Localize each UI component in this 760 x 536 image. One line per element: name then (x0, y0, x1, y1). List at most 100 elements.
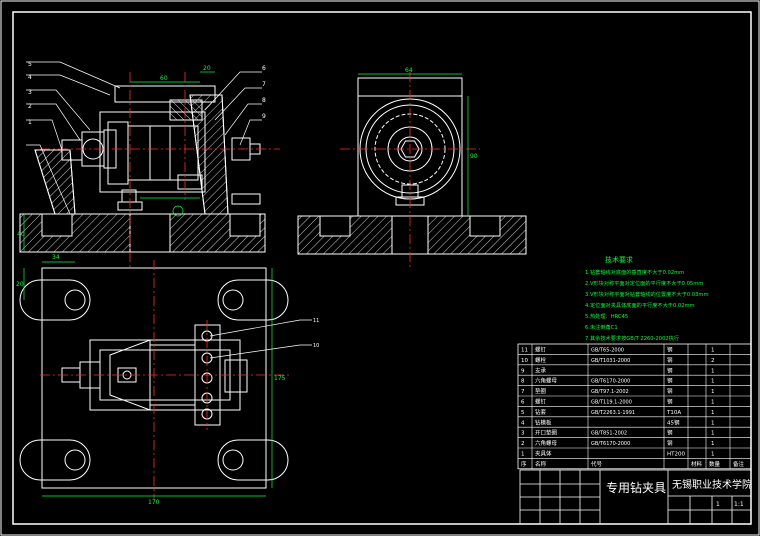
parts-row-name: 螺栓 (535, 356, 547, 364)
parts-row-name: 开口垫圈 (535, 429, 558, 437)
callout-left-3: 2 (28, 103, 32, 110)
parts-row-material: HT200 (667, 452, 685, 458)
callout-right-2: 8 (262, 97, 266, 104)
parts-row-code: GB/T119.1-2000 (591, 400, 632, 406)
side-centerlines (340, 72, 480, 268)
parts-row-name: 六角螺母 (535, 377, 558, 385)
parts-row-material: T10A (666, 410, 681, 416)
parts-row-no: 11 (521, 348, 528, 354)
parts-row-material: 钢 (667, 346, 673, 354)
plan-leaders (209, 319, 312, 359)
dim-front-left-h: 40 (17, 231, 25, 238)
inner-border (12, 11, 752, 525)
parts-row-qty: 1 (711, 389, 715, 395)
parts-row-qty: 1 (711, 368, 715, 374)
parts-row-qty: 1 (711, 420, 715, 426)
front-view (19, 85, 266, 253)
dim-plan-left-h: 20 (16, 281, 24, 288)
tech-note-2: 3.V形块对称平面对钻套轴线的位置度不大于0.03mm (585, 290, 709, 298)
parts-row-material: 45钢 (667, 418, 680, 426)
parts-row-qty: 2 (711, 358, 715, 364)
parts-header-cell: 名称 (535, 460, 547, 468)
parts-row-no: 8 (521, 379, 525, 385)
drawing-title: 专用钻夹具 (606, 480, 666, 495)
parts-header-cell: 数量 (709, 460, 721, 468)
parts-row-no: 6 (521, 400, 525, 406)
scale-cell-1: 1:1 (734, 501, 744, 508)
callout-left-1: 4 (28, 74, 32, 81)
parts-row-no: 5 (521, 410, 525, 416)
parts-row-no: 2 (521, 441, 525, 447)
parts-header-cell: 序 (521, 460, 527, 468)
parts-row-no: 4 (521, 420, 525, 426)
parts-row-no: 10 (521, 358, 528, 364)
parts-row-no: 9 (521, 368, 525, 374)
dim-plan-top-w: 34 (52, 254, 60, 261)
dim-front-top-b: 20 (203, 65, 211, 72)
parts-row-code: GB/T6170-2000 (591, 441, 630, 447)
parts-row-material: 钢 (667, 377, 673, 385)
callout-left-2: 3 (28, 89, 32, 96)
parts-row-material: 钢 (667, 429, 673, 437)
parts-row-name: 支承 (535, 366, 547, 374)
callout-left-0: 5 (28, 61, 32, 68)
callout-right-0: 6 (262, 65, 266, 72)
front-dimensions (23, 71, 215, 252)
tech-note-5: 6.未注倒角C1 (585, 323, 618, 331)
parts-row-material: 钢 (667, 356, 673, 364)
tech-notes-title: 技术要求 (605, 255, 633, 264)
parts-row-name: 螺钉 (535, 346, 547, 354)
parts-row-code: GB/T6170-2000 (591, 379, 630, 385)
parts-row-code: GB/T851-2002 (591, 431, 627, 437)
tech-note-0: 1.钻套轴线对底面的垂直度不大于0.02mm (585, 268, 684, 276)
parts-row-name: 钻套 (535, 408, 547, 416)
tech-note-1: 2.V形块对称平面对定位面的平行度不大于0.05mm (585, 279, 703, 287)
parts-row-name: 垫圈 (535, 387, 547, 395)
callout-right-1: 7 (262, 81, 266, 88)
dim-plan-bottom-w: 170 (148, 499, 160, 506)
title-block (519, 469, 752, 525)
parts-row-material: 钢 (667, 366, 673, 374)
dim-side-height: 90 (470, 153, 478, 160)
parts-row-no: 1 (521, 452, 525, 458)
callout-left-4: 1 (28, 119, 32, 126)
parts-row-qty: 1 (711, 452, 715, 458)
parts-row-code: GB/T97.1-2002 (591, 389, 629, 395)
parts-row-qty: 1 (711, 379, 715, 385)
parts-row-no: 7 (521, 389, 525, 395)
dim-front-top-a: 60 (160, 75, 168, 82)
tech-note-4: 5.热处理：HRC45 (585, 312, 628, 320)
callout-plan-1: 10 (313, 343, 319, 349)
parts-row-material: 钢 (667, 439, 673, 447)
parts-row-qty: 1 (711, 410, 715, 416)
parts-row-material: 钢 (667, 398, 673, 406)
callout-right-3: 9 (262, 113, 266, 120)
parts-row-code: GB/T65-2000 (591, 348, 624, 354)
left-leaders (26, 61, 121, 215)
side-dimensions (358, 73, 469, 216)
parts-row-no: 3 (521, 431, 525, 437)
right-leaders (204, 71, 262, 146)
tech-note-3: 4.定位面对夹具体底面的平行度不大于0.02mm (585, 301, 695, 309)
front-centerlines (40, 72, 280, 268)
plan-dimensions (23, 261, 273, 497)
school-name: 无锡职业技术学院 (672, 478, 752, 491)
dim-side-width: 64 (405, 67, 413, 74)
parts-row-material: 钢 (667, 387, 673, 395)
plan-centerlines (40, 260, 290, 500)
parts-row-name: 六角螺母 (535, 439, 558, 447)
parts-header-cell: 备注 (733, 460, 745, 468)
scale-cell-0: 1 (716, 501, 720, 508)
tech-note-6: 7.其余技术要求按GB/T 2260-2002执行 (585, 334, 679, 342)
side-view (297, 77, 527, 255)
parts-row-code: GB/T2263.1-1991 (591, 410, 635, 416)
parts-header-cell: 材料 (691, 460, 703, 468)
dim-plan-right-h: 175 (274, 375, 286, 382)
parts-row-name: 钻模板 (535, 418, 552, 426)
parts-header-cell: 代号 (591, 460, 603, 468)
parts-row-code: GB/T1031-2000 (591, 358, 630, 364)
parts-row-qty: 1 (711, 441, 715, 447)
